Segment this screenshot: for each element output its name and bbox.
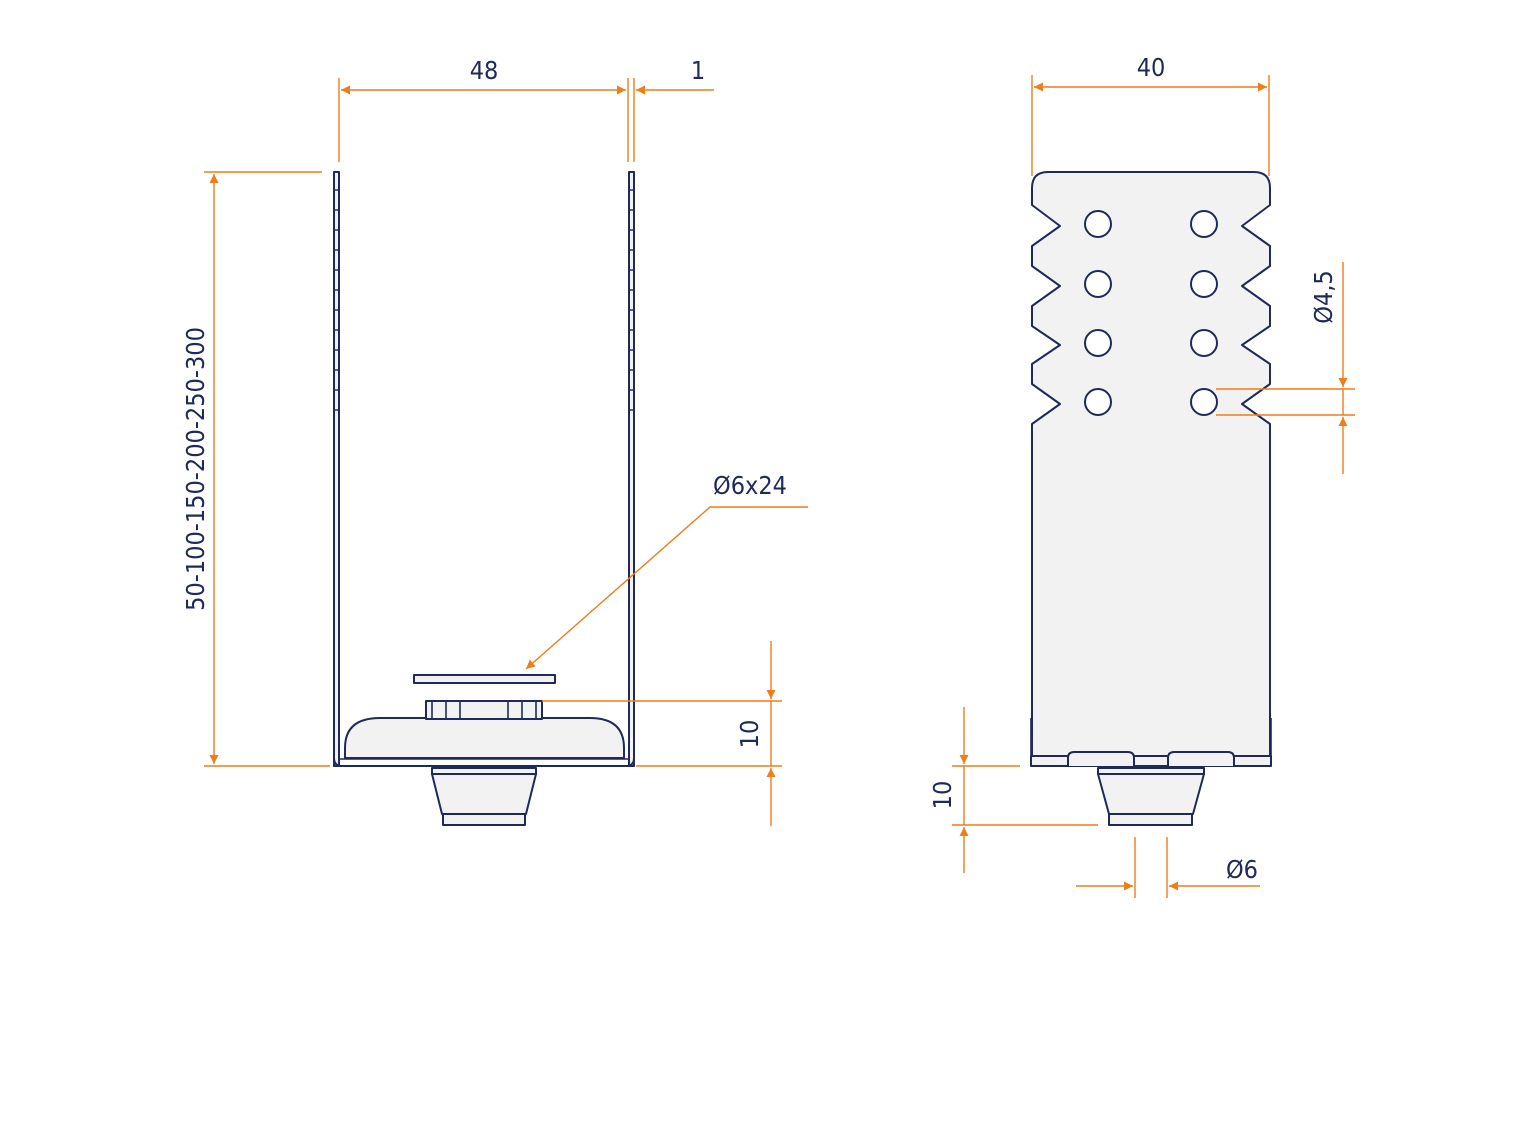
dim-height-label: 50-100-150-200-250-300 (181, 327, 210, 611)
hole (1190, 388, 1218, 416)
nut (425, 700, 543, 720)
flange-tab-right (1167, 751, 1235, 766)
wall-notches (334, 189, 634, 411)
hole (1190, 210, 1218, 238)
side-plate (1031, 171, 1271, 767)
dim-pin-label: Ø6 (1226, 855, 1258, 884)
hole (1190, 270, 1218, 298)
left-wall (333, 171, 340, 767)
dim-10-right-label: 10 (928, 781, 957, 810)
pin-base (442, 813, 526, 826)
side-view: 40 Ø4,5 10 Ø6 (928, 53, 1355, 898)
right-wall (628, 171, 635, 767)
dim-48-label: 48 (470, 56, 499, 85)
screw-leader (525, 506, 808, 670)
hole (1190, 329, 1218, 357)
flange-tab-left (1067, 751, 1135, 766)
dim-1-label: 1 (691, 56, 705, 85)
dim-40-label: 40 (1137, 53, 1166, 82)
hole (1084, 329, 1112, 357)
damper-body (344, 717, 625, 759)
screw-label: Ø6x24 (713, 471, 787, 500)
hole (1084, 270, 1112, 298)
dim-10-left-label: 10 (735, 720, 764, 749)
screw (413, 674, 556, 684)
front-view: 48 1 50-100-150-200-250-300 Ø6x24 10 (181, 56, 808, 826)
hole (1084, 388, 1112, 416)
side-pin-cone (1097, 773, 1205, 815)
dim-hole-label: Ø4,5 (1309, 270, 1338, 323)
hole (1084, 210, 1112, 238)
hole-grid (1084, 210, 1218, 416)
side-pin-base (1108, 813, 1193, 826)
pin-cone (431, 773, 537, 815)
